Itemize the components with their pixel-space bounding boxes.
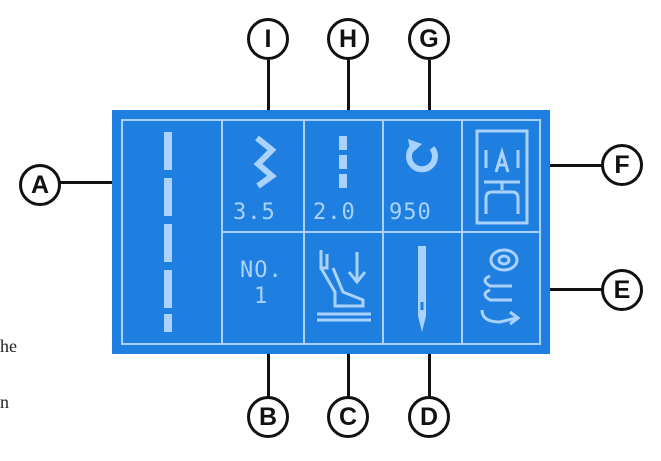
- leader-line-f: [549, 164, 602, 167]
- cell-bobbin-winder: [461, 231, 541, 345]
- buttonhole-foot-icon: [475, 129, 529, 225]
- leader-line-h: [347, 60, 350, 112]
- needle-position-icon: [418, 246, 426, 332]
- callout-i: I: [247, 18, 289, 60]
- callout-b: B: [247, 396, 289, 438]
- callout-d: D: [408, 396, 450, 438]
- stitch-length-value: 2.0: [313, 200, 356, 225]
- side-text-fragment-2: n: [0, 392, 9, 412]
- leader-line-i: [267, 60, 270, 112]
- callout-a: A: [19, 164, 61, 206]
- leader-line-c: [347, 353, 350, 397]
- callout-g: G: [408, 18, 450, 60]
- straight-stitch-pattern-icon: [164, 132, 172, 332]
- zigzag-stitch-icon: [253, 135, 277, 189]
- leader-line-e: [549, 288, 602, 291]
- lcd-display: 3.5 2.0 950: [112, 110, 550, 354]
- callout-c: C: [327, 396, 369, 438]
- callout-h: H: [327, 18, 369, 60]
- leader-line-g: [428, 60, 431, 112]
- callout-e: E: [601, 269, 643, 311]
- stitch-width-value: 3.5: [233, 200, 276, 225]
- leader-line-a: [60, 181, 113, 184]
- speed-rotation-icon: [405, 139, 438, 173]
- callout-f: F: [601, 144, 643, 186]
- speed-value: 950: [389, 200, 432, 225]
- pattern-number-label: NO.: [240, 258, 283, 283]
- pattern-number-value: 1: [254, 284, 269, 309]
- bobbin-winding-icon: [480, 248, 521, 326]
- stitch-length-icon: [339, 136, 347, 188]
- presser-foot-down-icon: [317, 250, 371, 322]
- side-text-fragment-1: he: [0, 336, 17, 356]
- leader-line-d: [428, 353, 431, 397]
- leader-line-b: [267, 353, 270, 397]
